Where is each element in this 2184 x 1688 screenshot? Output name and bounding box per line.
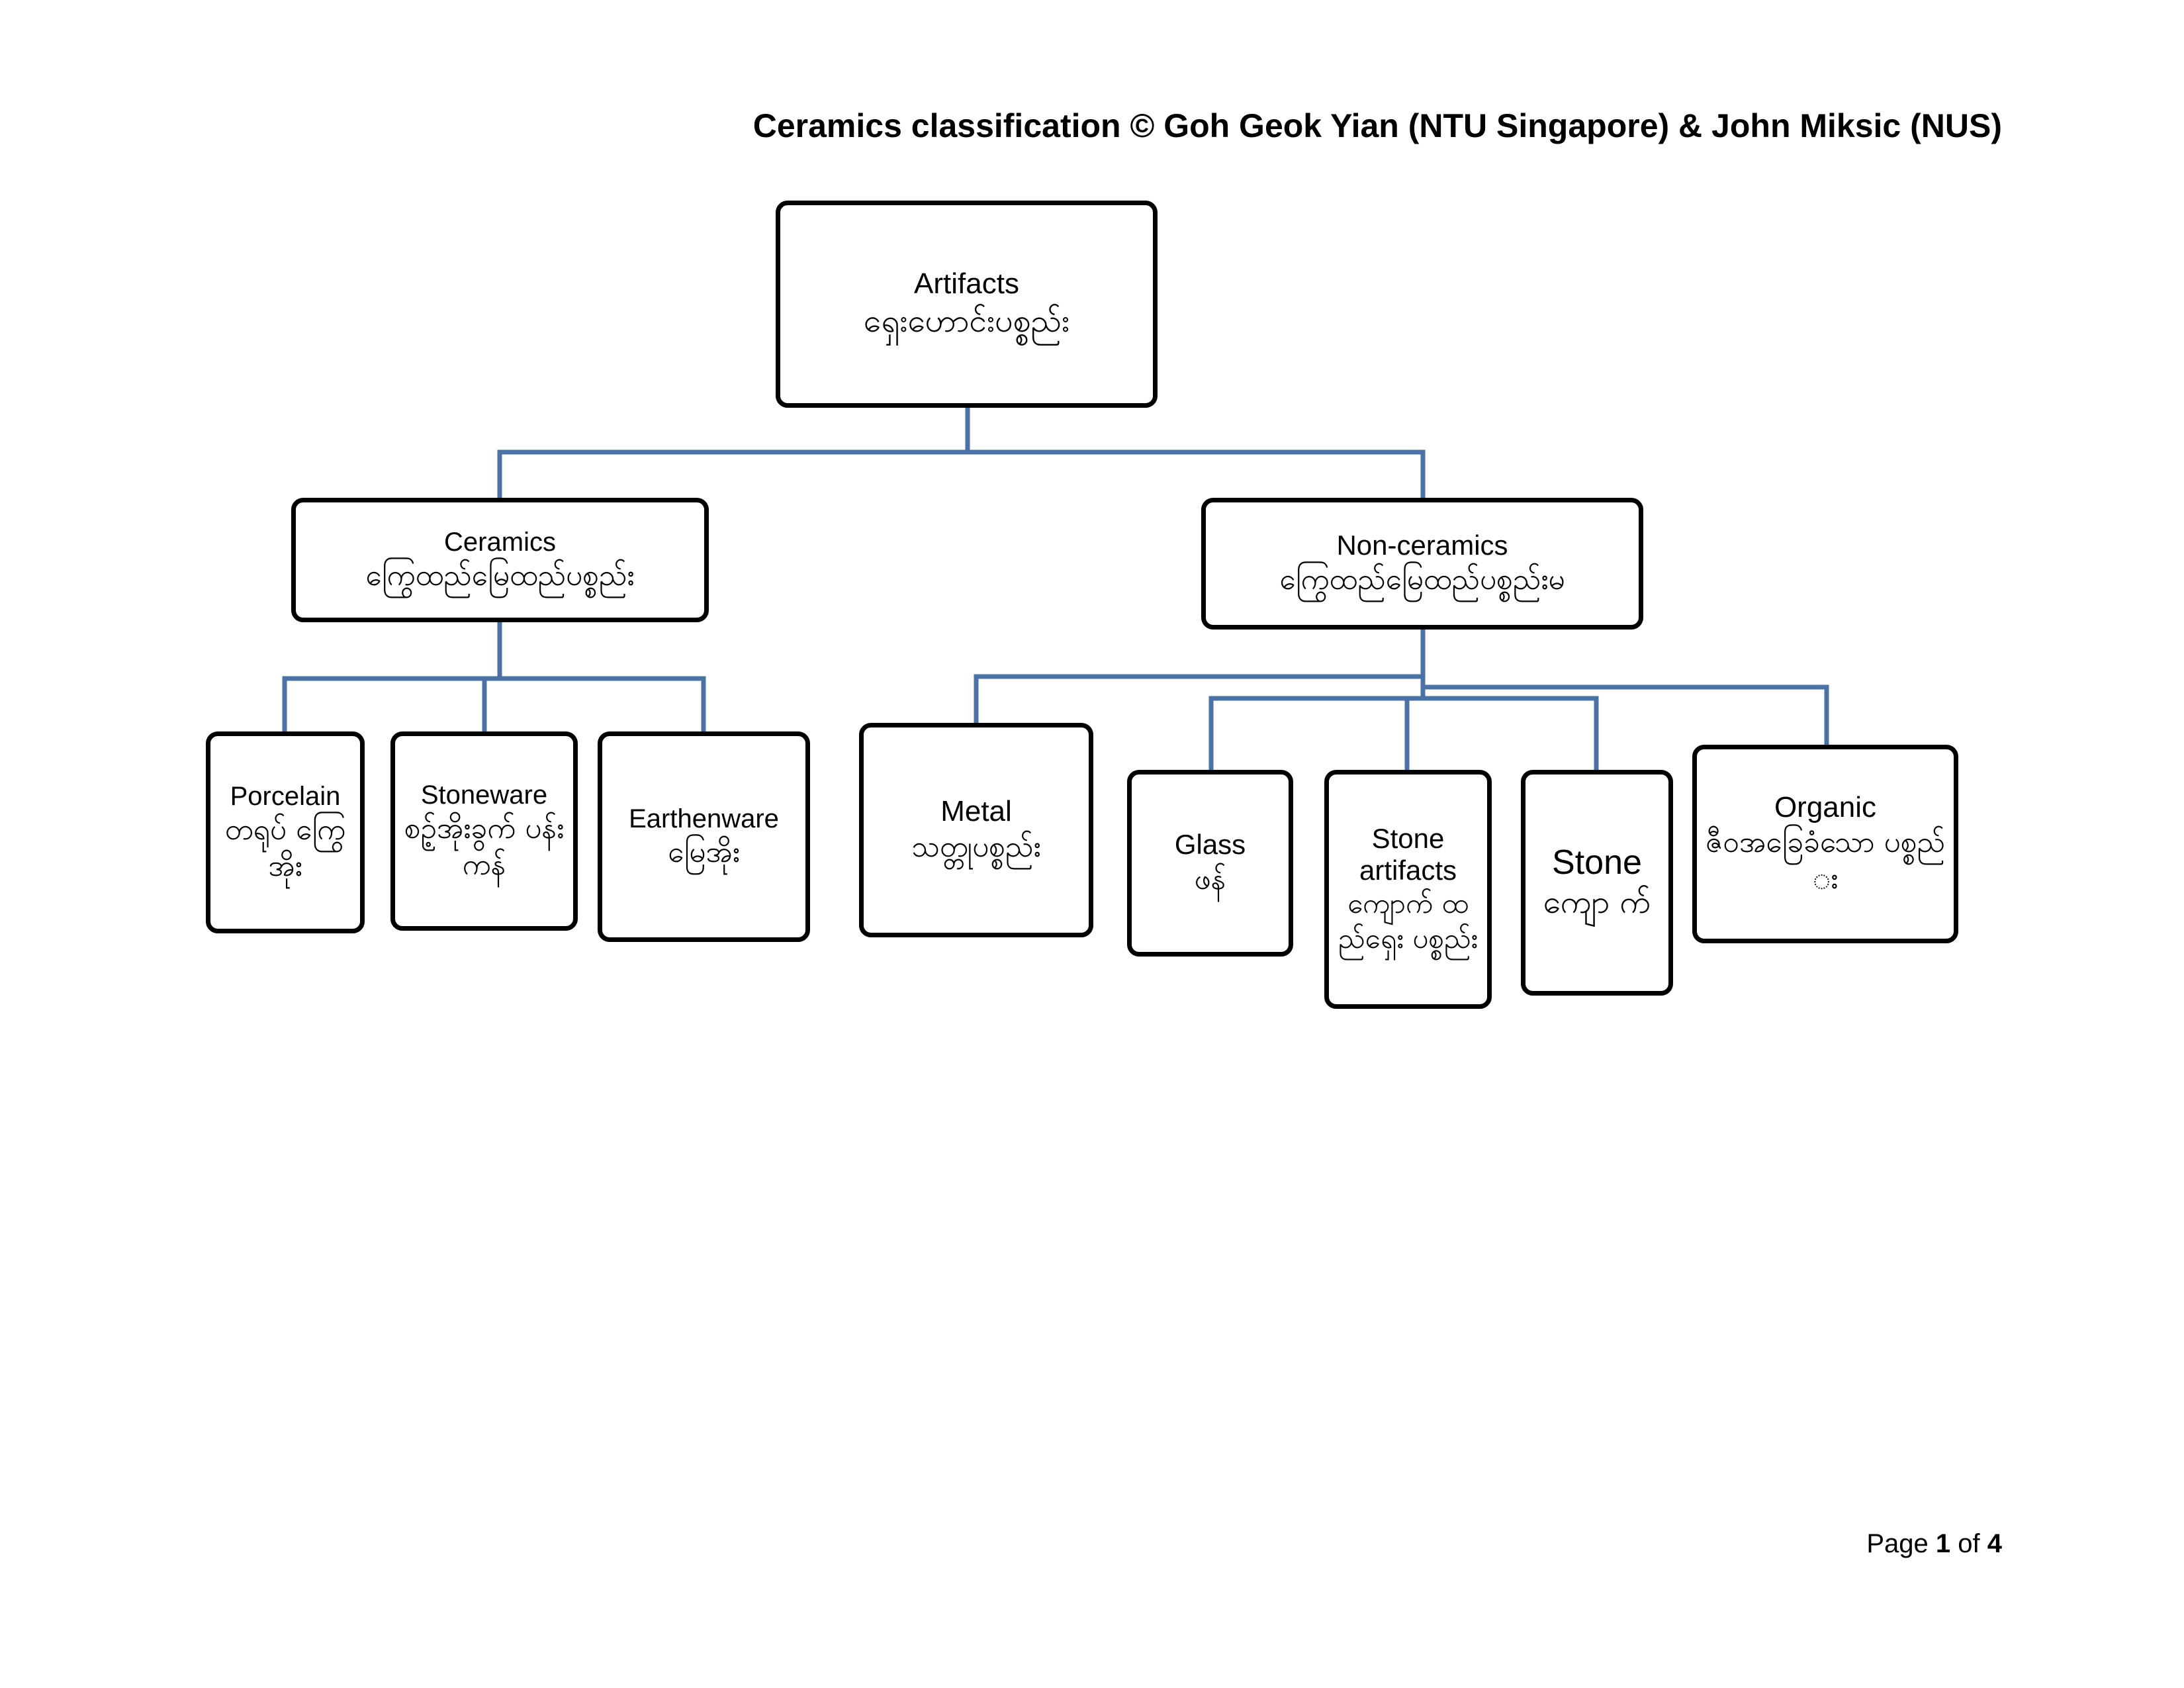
node-artifacts-label-burmese: ရှေးဟောင်းပစ္စည်း [863,302,1070,340]
page-current: 1 [1935,1529,1951,1558]
node-stone-label: Stone [1552,843,1642,882]
node-metal: Metal သတ္တုပစ္စည်း [859,723,1093,937]
node-non-ceramics-label-burmese: ကြွေထည်မြေထည်ပစ္စည်းမ [1279,563,1565,597]
node-earthenware: Earthenware မြေအိုး [598,731,810,942]
of-label: of [1958,1529,1980,1558]
node-stone-artifacts-label: Stone artifacts [1359,822,1457,886]
node-stone-artifacts-label-burmese: ကျောက် ထည်ရှေး ပစ္စည်း [1338,887,1479,955]
node-artifacts: Artifacts ရှေးဟောင်းပစ္စည်း [776,201,1158,408]
node-organic-label-burmese: ဇီဝအခြေခံသော ပစ္စည်း [1705,825,1946,896]
node-non-ceramics: Non-ceramics ကြွေထည်မြေထည်ပစ္စည်းမ [1201,498,1643,630]
node-glass-label: Glass [1174,829,1246,861]
node-ceramics: Ceramics ကြွေထည်မြေထည်ပစ္စည်း [291,498,709,622]
node-organic: Organic ဇီဝအခြေခံသော ပစ္စည်း [1692,745,1958,943]
page-title: Ceramics classification © Goh Geok Yian … [752,107,2002,144]
node-stoneware: Stoneware စဥ့်အိုးခွက် ပန်းကန် [390,731,578,931]
node-stone: Stone ကျော က် [1521,770,1673,996]
node-artifacts-label: Artifacts [914,267,1019,301]
node-stone-label-burmese: ကျော က် [1543,884,1651,921]
node-metal-label: Metal [940,795,1012,828]
node-non-ceramics-label: Non-ceramics [1336,529,1508,561]
node-glass: Glass ဖန် [1127,770,1293,957]
node-stoneware-label: Stoneware [420,780,548,810]
node-earthenware-label: Earthenware [629,804,779,833]
node-ceramics-label-burmese: ကြွေထည်မြေထည်ပစ္စည်း [365,558,635,592]
node-earthenware-label-burmese: မြေအိုး [668,835,740,869]
page-number: Page 1 of 4 [1840,1529,2002,1559]
node-metal-label-burmese: သတ္တုပစ္စည်း [911,829,1041,864]
node-organic-label: Organic [1774,790,1877,823]
node-porcelain-label-burmese: တရုပ် ကြွေအိုး [224,812,346,883]
page-total: 4 [1987,1529,2002,1558]
node-porcelain-label: Porcelain [230,781,341,811]
page-label: Page [1866,1529,1929,1558]
node-stoneware-label-burmese: စဥ့်အိုးခွက် ပန်းကန် [404,811,565,882]
node-glass-label-burmese: ဖန် [1194,862,1226,896]
node-ceramics-label: Ceramics [444,527,556,557]
node-porcelain: Porcelain တရုပ် ကြွေအိုး [206,731,365,933]
node-stone-artifacts: Stone artifacts ကျောက် ထည်ရှေး ပစ္စည်း [1324,770,1492,1009]
